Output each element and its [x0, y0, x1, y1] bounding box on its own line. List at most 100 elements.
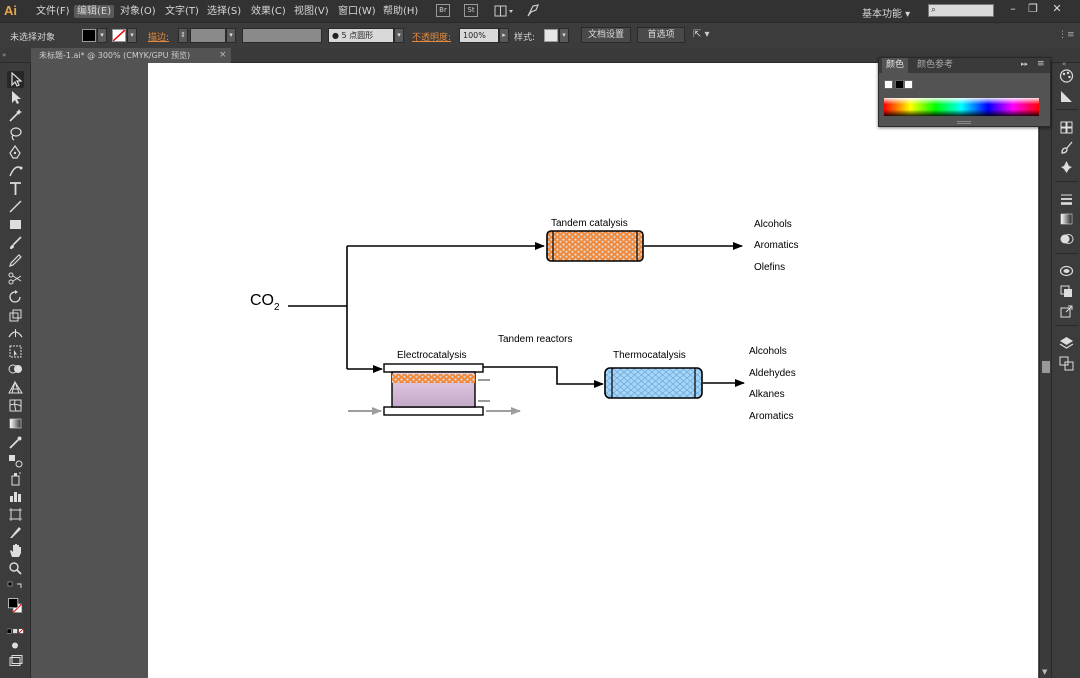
- menu-effect[interactable]: 效果(C): [251, 6, 286, 17]
- minimize-icon[interactable]: –: [1010, 2, 1016, 15]
- type-tool-icon[interactable]: [7, 180, 24, 197]
- menu-window[interactable]: 窗口(W): [338, 6, 376, 17]
- mesh-tool-icon[interactable]: [7, 397, 24, 414]
- bridge-icon[interactable]: Br: [436, 4, 450, 17]
- menu-file[interactable]: 文件(F): [36, 6, 70, 17]
- opacity-field[interactable]: 100%: [459, 28, 499, 43]
- artboards-panel-icon[interactable]: [1058, 355, 1075, 371]
- collapse-arrows-icon[interactable]: »: [2, 51, 7, 59]
- pen-tool-icon[interactable]: [7, 144, 24, 161]
- color-panel-icon[interactable]: [1058, 68, 1075, 84]
- stroke-dropdown[interactable]: ▾: [127, 28, 137, 43]
- color-mode-icons[interactable]: [6, 623, 24, 634]
- document-tab[interactable]: 未标题-1.ai* @ 300% (CMYK/GPU 预览): [31, 48, 231, 63]
- arrange-icon[interactable]: ⇱ ▾: [693, 29, 710, 40]
- vertical-scrollbar[interactable]: ▲ ▼: [1039, 63, 1051, 678]
- none-swatch[interactable]: [884, 80, 893, 89]
- rectangle-tool-icon[interactable]: [7, 216, 24, 233]
- document-setup-button[interactable]: 文档设置: [581, 27, 631, 43]
- hand-tool-icon[interactable]: [7, 542, 24, 559]
- tab-color[interactable]: 颜色: [882, 58, 909, 73]
- close-icon[interactable]: ✕: [1052, 2, 1062, 15]
- graphic-styles-panel-icon[interactable]: [1058, 283, 1075, 299]
- graphic-style-dropdown[interactable]: ▾: [559, 28, 569, 43]
- paintbrush-tool-icon[interactable]: [7, 234, 24, 251]
- opacity-dropdown[interactable]: ▸: [499, 28, 509, 43]
- screen-mode-icon[interactable]: [7, 653, 24, 667]
- stroke-panel-icon[interactable]: [1058, 191, 1075, 207]
- magic-wand-tool-icon[interactable]: [7, 107, 24, 124]
- artboard-tool-icon[interactable]: [7, 506, 24, 523]
- fill-dropdown[interactable]: ▾: [97, 28, 107, 43]
- appearance-panel-icon[interactable]: [1058, 263, 1075, 279]
- free-transform-tool-icon[interactable]: [7, 343, 24, 360]
- stroke-swatch[interactable]: [112, 29, 126, 42]
- color-spectrum[interactable]: [884, 98, 1039, 116]
- line-segment-tool-icon[interactable]: [7, 198, 24, 215]
- variable-width-field[interactable]: [242, 28, 322, 43]
- dock-expand-icon[interactable]: «: [1062, 60, 1067, 68]
- selection-tool-icon[interactable]: [7, 71, 24, 88]
- slice-tool-icon[interactable]: [7, 524, 24, 541]
- stroke-weight-stepper[interactable]: ⇕: [178, 28, 188, 43]
- swatches-panel-icon[interactable]: [1058, 119, 1075, 135]
- menu-type[interactable]: 文字(T): [165, 6, 199, 17]
- curvature-tool-icon[interactable]: [7, 162, 24, 179]
- panel-resize-grip[interactable]: [957, 121, 971, 124]
- control-bar-menu-icon[interactable]: ⋮≡: [1058, 30, 1075, 40]
- fill-stroke-widget[interactable]: [7, 597, 27, 619]
- tab-color-guide[interactable]: 颜色参考: [917, 60, 954, 70]
- scroll-down-icon[interactable]: ▼: [1042, 668, 1048, 676]
- column-graph-tool-icon[interactable]: [7, 488, 24, 505]
- tab-close-icon[interactable]: ×: [219, 50, 227, 60]
- symbol-sprayer-tool-icon[interactable]: [7, 470, 24, 487]
- scroll-thumb[interactable]: [1042, 361, 1050, 373]
- layers-panel-icon[interactable]: [1058, 335, 1075, 351]
- arrange-documents-icon[interactable]: [494, 4, 516, 18]
- lasso-tool-icon[interactable]: [7, 125, 24, 142]
- white-swatch[interactable]: [904, 80, 913, 89]
- restore-icon[interactable]: ❐: [1028, 2, 1038, 15]
- panel-collapse-icon[interactable]: ▸▸: [1021, 60, 1029, 68]
- transparency-panel-icon[interactable]: [1058, 231, 1075, 247]
- perspective-grid-tool-icon[interactable]: [7, 379, 24, 396]
- color-guide-panel-icon[interactable]: [1058, 88, 1075, 104]
- menu-object[interactable]: 对象(O): [120, 6, 156, 17]
- menu-help[interactable]: 帮助(H): [383, 6, 419, 17]
- swap-colors-icon[interactable]: [7, 581, 24, 598]
- menu-view[interactable]: 视图(V): [294, 6, 329, 17]
- gpu-performance-icon[interactable]: [526, 3, 540, 18]
- shape-builder-tool-icon[interactable]: [7, 361, 24, 378]
- menu-edit[interactable]: 编辑(E): [74, 5, 115, 18]
- opacity-label[interactable]: 不透明度:: [412, 33, 452, 43]
- asset-export-panel-icon[interactable]: [1058, 303, 1075, 319]
- brushes-panel-icon[interactable]: [1058, 139, 1075, 155]
- preferences-button[interactable]: 首选项: [637, 27, 685, 43]
- rotate-tool-icon[interactable]: [7, 289, 24, 306]
- stock-icon[interactable]: St: [464, 4, 478, 17]
- search-input[interactable]: [928, 4, 994, 17]
- artboard[interactable]: CO2 Tandem catalysis Alcohols Aromatics …: [148, 63, 1038, 678]
- gradient-panel-icon[interactable]: [1058, 211, 1075, 227]
- drawing-mode-icon[interactable]: [7, 637, 24, 649]
- pencil-tool-icon[interactable]: [7, 252, 24, 269]
- scale-tool-icon[interactable]: [7, 307, 24, 324]
- direct-selection-tool-icon[interactable]: [7, 89, 24, 106]
- eyedropper-tool-icon[interactable]: [7, 434, 24, 451]
- stroke-weight-dropdown[interactable]: ▾: [226, 28, 236, 43]
- blend-tool-icon[interactable]: [7, 452, 24, 469]
- symbols-panel-icon[interactable]: [1058, 159, 1075, 175]
- fill-swatch[interactable]: [82, 29, 96, 42]
- graphic-style-swatch[interactable]: [544, 29, 558, 42]
- panel-menu-icon[interactable]: ≡: [1037, 59, 1045, 69]
- zoom-tool-icon[interactable]: [7, 560, 24, 577]
- black-swatch[interactable]: [895, 80, 904, 89]
- brush-definition-field[interactable]: ● 5 点圆形: [328, 28, 394, 43]
- menu-select[interactable]: 选择(S): [207, 6, 242, 17]
- stroke-weight-field[interactable]: [190, 28, 226, 43]
- scissors-tool-icon[interactable]: [7, 270, 24, 287]
- gradient-tool-icon[interactable]: [7, 415, 24, 432]
- width-tool-icon[interactable]: [7, 325, 24, 342]
- stroke-label[interactable]: 描边:: [148, 33, 170, 43]
- brush-dropdown[interactable]: ▾: [394, 28, 404, 43]
